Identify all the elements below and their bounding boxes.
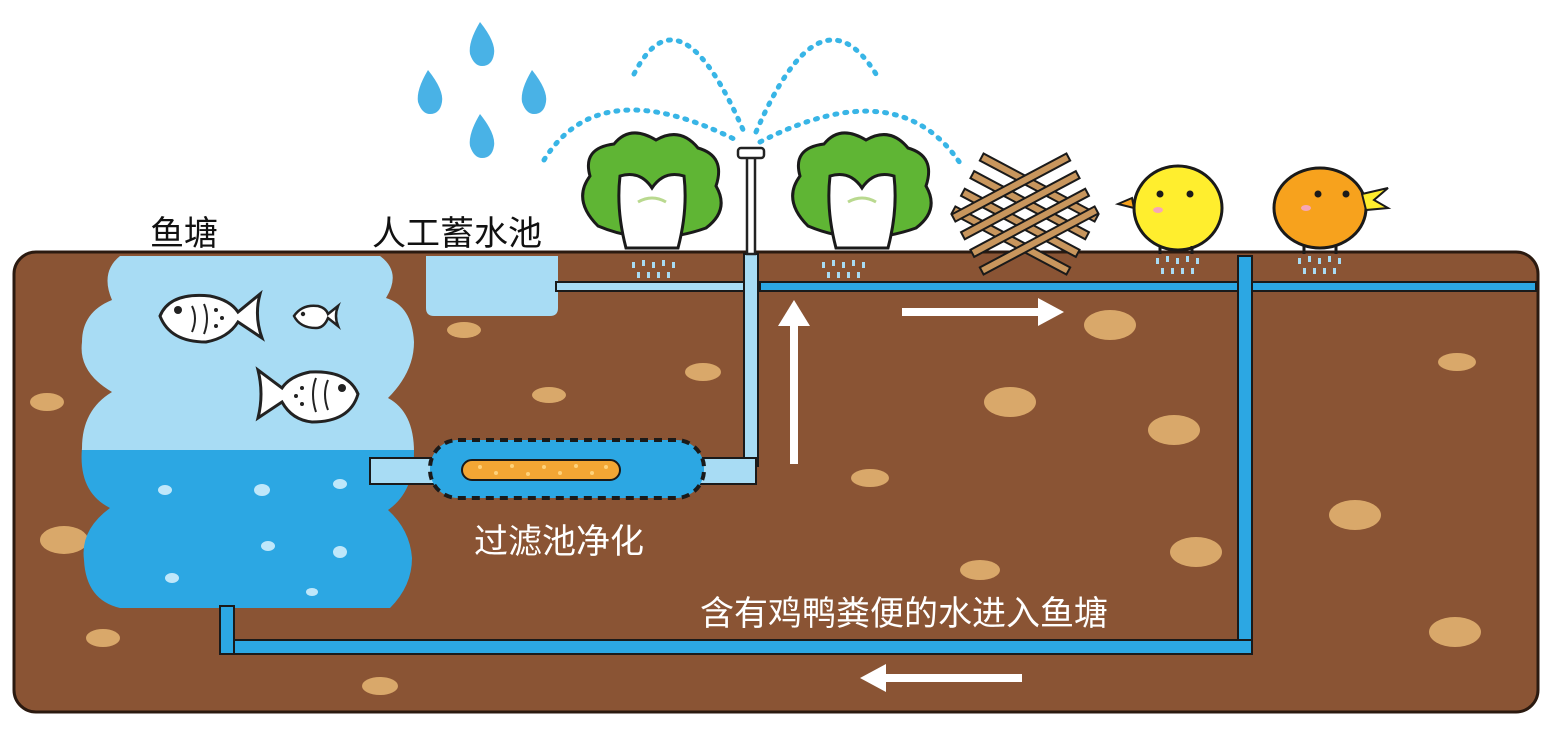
flow-arrow-icon [902, 298, 1064, 326]
soil-pebbles [30, 310, 1481, 695]
flow-arrow-icon [860, 664, 1022, 692]
raindrop-icon [417, 22, 547, 158]
fish-icon [292, 302, 341, 330]
manure-water-label: 含有鸡鸭粪便的水进入鱼塘 [700, 594, 1108, 634]
cabbage-icon [791, 131, 933, 250]
sprinkler-icon [541, 37, 965, 256]
chick-icon [1114, 164, 1224, 254]
flow-arrow-icon [778, 300, 810, 464]
reservoir-label: 人工蓄水池 [372, 214, 542, 254]
cabbage-icon [581, 131, 723, 250]
reservoir-tank [426, 256, 558, 316]
fish-icon [158, 289, 265, 344]
fish-pond-label: 鱼塘 [150, 214, 218, 254]
wooden-lattice-icon [950, 152, 1100, 276]
duck-icon [1272, 166, 1392, 254]
fish-icon [255, 366, 360, 424]
fish-pond [81, 256, 415, 608]
filter-tank [428, 438, 706, 500]
filter-label: 过滤池净化 [474, 522, 644, 562]
drip-drops [632, 256, 1341, 278]
